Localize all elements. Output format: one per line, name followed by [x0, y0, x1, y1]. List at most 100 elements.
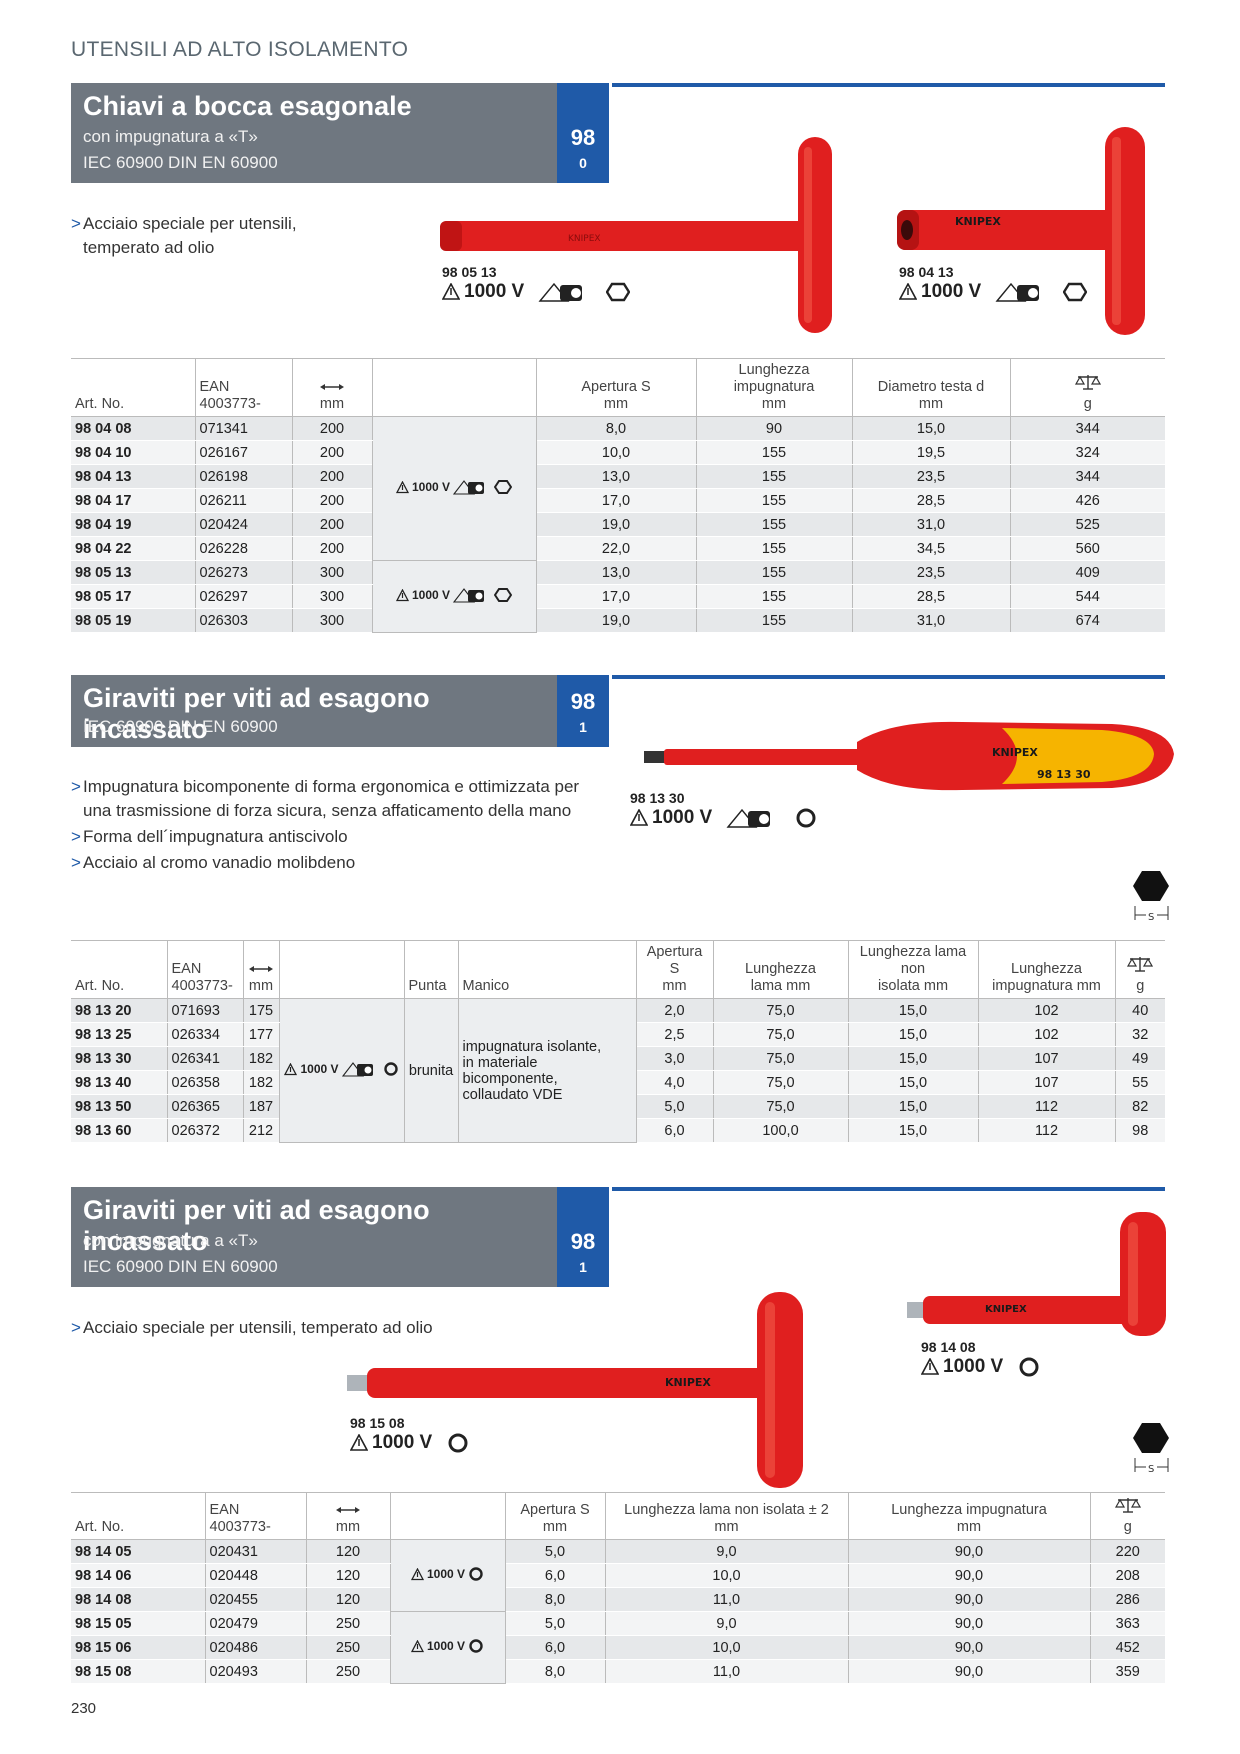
- table-cell: 020455: [204, 1587, 306, 1612]
- voltage-symbols-cell: 1000 V: [371, 416, 537, 561]
- voltage-triangle-icon: [410, 1639, 424, 1652]
- table-cell: 98 13 50: [71, 1094, 167, 1119]
- table-cell: 155: [695, 464, 852, 489]
- voltage-rating: 1000 V: [350, 1432, 470, 1454]
- svg-text:KNIPEX: KNIPEX: [665, 1376, 711, 1389]
- group-number: 98: [570, 125, 596, 150]
- table-cell: 026211: [194, 488, 292, 513]
- voltage-triangle-icon: [350, 1434, 368, 1451]
- table-cell: 177: [242, 1022, 279, 1047]
- section-title: Chiavi a bocca esagonale: [83, 91, 412, 121]
- table-cell: 020424: [194, 512, 292, 537]
- col-symbols: [371, 358, 536, 417]
- feature-item: Acciaio al cromo vanadio molibdeno: [83, 853, 356, 872]
- table-cell: 200: [291, 512, 372, 537]
- table-cell: 200: [291, 536, 372, 561]
- table-cell: 300: [291, 560, 372, 585]
- table-cell: 5,0: [504, 1539, 605, 1564]
- table-cell: 300: [291, 608, 372, 633]
- table-cell: 10,0: [604, 1635, 848, 1660]
- group-sub: 0: [579, 155, 587, 171]
- section-subtitle: con impugnatura a «T»: [83, 1231, 258, 1250]
- table-cell: 98 04 17: [71, 488, 195, 513]
- weight-scale-icon: [1114, 1498, 1141, 1513]
- circle-icon: [796, 808, 816, 828]
- feature-list: >Acciaio speciale per utensili, temperat…: [71, 1316, 433, 1340]
- table-cell: 6,0: [504, 1563, 605, 1588]
- voltage-text: 1000 V: [921, 281, 982, 302]
- table-cell: 250: [305, 1635, 390, 1660]
- table-cell: 182: [242, 1046, 279, 1071]
- col-length: mm: [242, 940, 279, 999]
- table-cell: 5,0: [504, 1611, 605, 1636]
- table-cell: 98 05 13: [71, 560, 195, 585]
- table-cell: 155: [695, 488, 852, 513]
- svg-text:KNIPEX: KNIPEX: [985, 1304, 1027, 1315]
- product-code: 98 13 30: [630, 790, 685, 806]
- table-cell: 200: [291, 464, 372, 489]
- table-cell: 107: [977, 1046, 1115, 1071]
- table-cell: 674: [1009, 608, 1165, 633]
- group-badge: 98 1: [557, 1187, 609, 1287]
- length-arrow-icon: [320, 384, 344, 390]
- section-title: Giraviti per viti ad esagono incassato: [83, 1195, 430, 1256]
- table-cell: 98 04 19: [71, 512, 195, 537]
- col-weight: g: [1009, 358, 1165, 417]
- table-cell: 98 04 22: [71, 536, 195, 561]
- table-cell: 112: [977, 1094, 1115, 1119]
- voltage-text: 1000 V: [426, 1567, 466, 1582]
- hexagon-icon: [1063, 282, 1088, 302]
- table-cell: 13,0: [535, 464, 696, 489]
- table-cell: 98 13 20: [71, 998, 167, 1023]
- table-cell: 120: [305, 1587, 390, 1612]
- s-label: S: [1148, 912, 1154, 923]
- table-cell: 75,0: [712, 1070, 848, 1095]
- table-cell: 15,0: [851, 416, 1010, 441]
- table-cell: 120: [305, 1563, 390, 1588]
- feature-list: >Impugnatura bicomponente di forma ergon…: [71, 775, 579, 875]
- voltage-text: 1000 V: [426, 1639, 466, 1654]
- handle-description-cell: impugnatura isolante,in materiale bicomp…: [457, 998, 637, 1143]
- table-cell: 98 15 08: [71, 1659, 205, 1684]
- table-cell: 75,0: [712, 1094, 848, 1119]
- table-cell: 98: [1114, 1118, 1165, 1143]
- table-cell: 3,0: [635, 1046, 713, 1071]
- section-banner: Chiavi a bocca esagonale con impugnatura…: [71, 83, 557, 183]
- col-art: Art. No.: [71, 1492, 205, 1540]
- circle-icon: [469, 1639, 483, 1653]
- handle-description-line: impugnatura isolante,: [462, 1038, 602, 1055]
- table-cell: 28,5: [851, 584, 1010, 609]
- section-divider: [612, 675, 1165, 679]
- table-cell: 11,0: [604, 1659, 848, 1684]
- table-cell: 525: [1009, 512, 1165, 537]
- voltage-text: 1000 V: [464, 281, 525, 302]
- col-tip: Punta: [403, 940, 458, 999]
- table-cell: 90,0: [847, 1563, 1090, 1588]
- group-sub: 1: [579, 719, 587, 735]
- table-cell: 155: [695, 560, 852, 585]
- table-cell: 026167: [194, 440, 292, 465]
- table-cell: 98 05 17: [71, 584, 195, 609]
- table-cell: 026198: [194, 464, 292, 489]
- page-number: 230: [71, 1700, 97, 1717]
- voltage-text: 1000 V: [943, 1356, 1004, 1377]
- table-cell: 426: [1009, 488, 1165, 513]
- circle-icon: [469, 1567, 483, 1581]
- table-cell: 90,0: [847, 1659, 1090, 1684]
- voltage-triangle-icon: [395, 480, 409, 493]
- table-cell: 28,5: [851, 488, 1010, 513]
- table-cell: 15,0: [847, 1118, 978, 1143]
- table-cell: 75,0: [712, 998, 848, 1023]
- table-cell: 75,0: [712, 1046, 848, 1071]
- svg-text:KNIPEX: KNIPEX: [955, 215, 1001, 228]
- voltage-text: 1000 V: [411, 588, 451, 603]
- feature-item: una trasmissione di forza sicura, senza …: [83, 801, 572, 820]
